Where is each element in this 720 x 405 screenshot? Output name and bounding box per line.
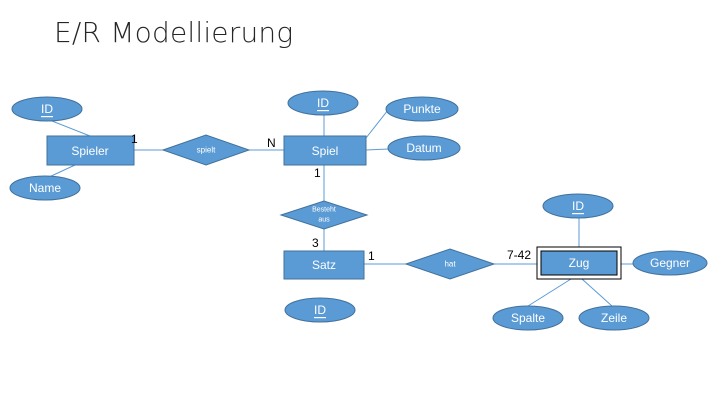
relationship-label: hat (444, 260, 456, 269)
page-title: E/R Modellierung (54, 16, 294, 49)
attribute-gegner: Gegner (632, 250, 708, 276)
entity-label: Zug (569, 256, 590, 270)
attribute-id-spieler: ID (11, 96, 83, 122)
entity-label: Spieler (71, 144, 108, 158)
entity-label: Spiel (312, 144, 339, 158)
attribute-label: Zeile (601, 311, 627, 325)
attribute-id-zug: ID (542, 193, 614, 219)
attribute-id-spiel: ID (287, 90, 359, 116)
relationship-hat: hat (404, 248, 496, 280)
attribute-zeile: Zeile (578, 305, 650, 331)
attribute-name: Name (9, 175, 81, 201)
attribute-label: ID (41, 102, 53, 116)
attribute-datum: Datum (387, 135, 461, 161)
attribute-label: Datum (406, 141, 441, 155)
relationship-label: aus (318, 217, 330, 224)
attribute-label: Gegner (650, 256, 690, 270)
connector-lines (46, 109, 633, 307)
attribute-label: ID (317, 96, 329, 110)
relationship-besteht-aus: Besteht aus (279, 200, 369, 230)
cardinality-label: 1 (131, 132, 138, 146)
entity-label: Satz (312, 258, 336, 272)
attribute-label: Name (29, 181, 61, 195)
entity-zug-weak: Zug (536, 246, 622, 280)
entity-satz: Satz (283, 250, 365, 280)
attribute-label: Punkte (403, 102, 441, 116)
attribute-label: ID (314, 303, 326, 317)
cardinality-label: 7-42 (507, 248, 531, 262)
attribute-label: Spalte (511, 311, 545, 325)
relationship-label: spielt (197, 146, 216, 155)
cardinality-label: N (267, 136, 276, 150)
cardinality-label: 1 (368, 249, 375, 263)
entity-spiel: Spiel (283, 135, 367, 166)
attribute-id-satz: ID (284, 297, 356, 323)
attribute-label: ID (572, 199, 584, 213)
attribute-punkte: Punkte (385, 96, 459, 122)
entity-spieler: Spieler (46, 135, 135, 166)
attribute-spalte: Spalte (492, 305, 564, 331)
relationship-label: Besteht (312, 207, 336, 214)
relationship-spielt: spielt (161, 134, 251, 166)
cardinality-label: 3 (312, 236, 319, 250)
cardinality-label: 1 (314, 166, 321, 180)
